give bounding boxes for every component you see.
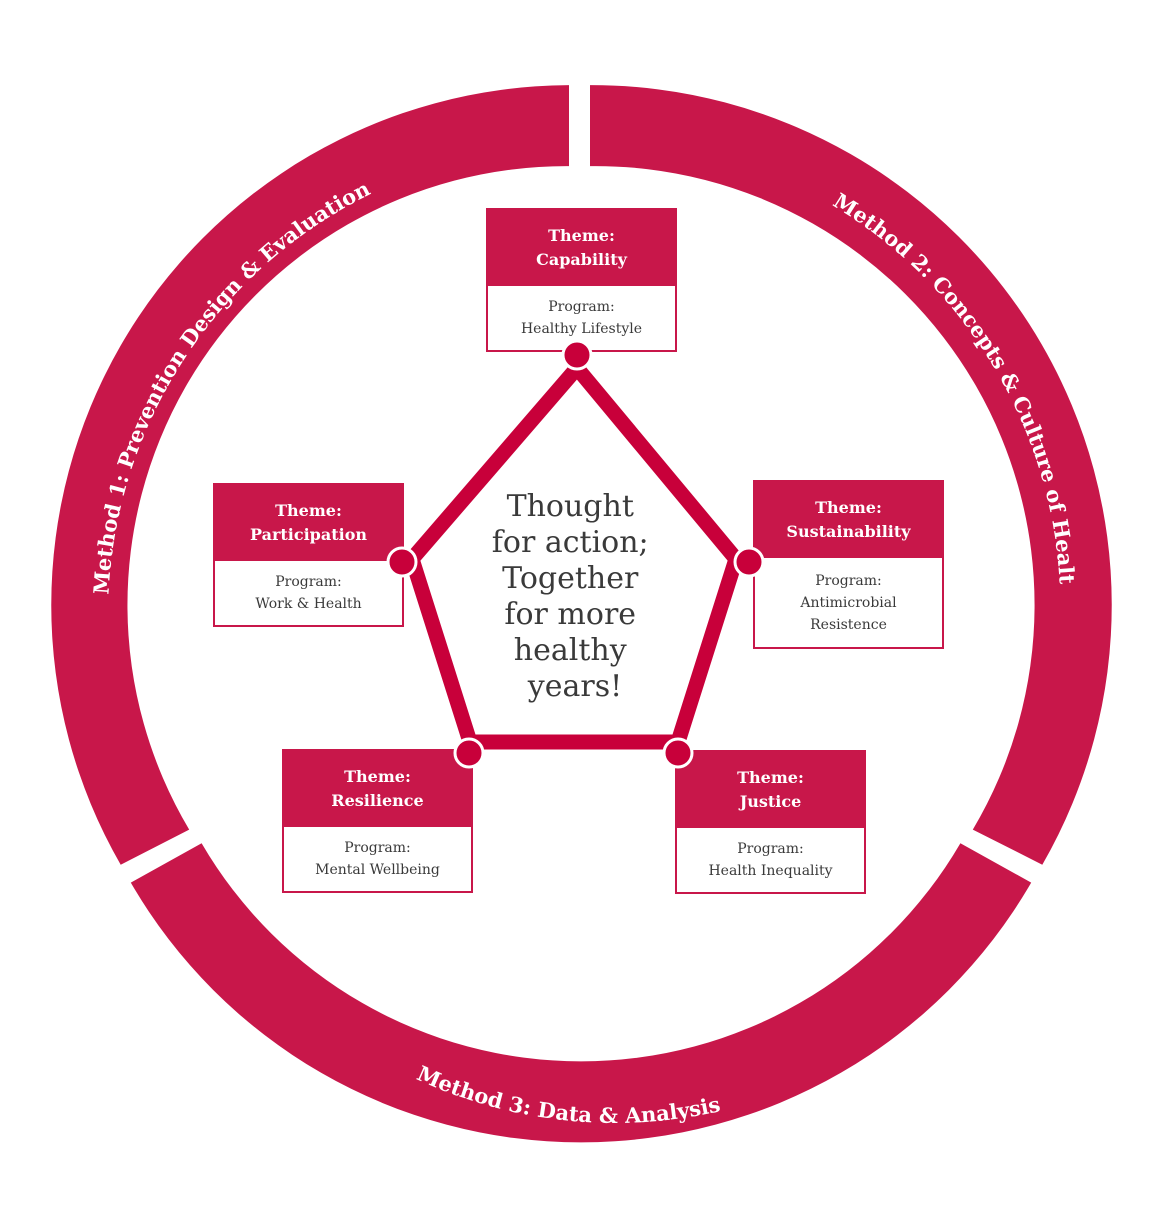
theme-label: Theme: [548, 226, 615, 245]
theme-name: Participation [249, 525, 367, 544]
program-label: Program: [815, 572, 882, 589]
theme-label: Theme: [737, 768, 804, 787]
method-1-ring-segment [51, 85, 569, 865]
theme-card-justice: Theme: Justice Program: Health Inequalit… [675, 750, 866, 894]
theme-header: Theme: Capability [488, 210, 675, 286]
program-section: Program: Mental Wellbeing [284, 827, 471, 891]
program-name: Health Inequality [708, 863, 833, 879]
program-section: Program: Healthy Lifestyle [488, 286, 675, 350]
theme-name: Justice [739, 792, 802, 811]
center-line: healthy [514, 633, 627, 668]
theme-card-capability: Theme: Capability Program: Healthy Lifes… [486, 208, 677, 352]
theme-card-participation: Theme: Participation Program: Work & Hea… [213, 483, 404, 627]
program-name: Mental Wellbeing [315, 862, 440, 878]
theme-name: Sustainability [786, 522, 911, 541]
theme-header: Theme: Justice [677, 752, 864, 828]
theme-label: Theme: [344, 767, 411, 786]
theme-name: Resilience [331, 791, 424, 810]
theme-header: Theme: Sustainability [755, 482, 942, 558]
center-line: Thought [507, 489, 634, 524]
program-name: Work & Health [255, 596, 362, 612]
theme-card-resilience: Theme: Resilience Program: Mental Wellbe… [282, 749, 473, 893]
program-label: Program: [275, 574, 342, 590]
theme-label: Theme: [275, 501, 342, 520]
center-line: for more [504, 597, 636, 632]
center-line: years! [527, 669, 622, 704]
center-slogan: Thought for action; Together for more he… [492, 489, 658, 704]
program-section: Program: Health Inequality [677, 828, 864, 892]
program-label: Program: [548, 299, 615, 315]
theme-name: Capability [536, 250, 627, 269]
program-section: Program: Antimicrobial Resistence [755, 558, 942, 647]
theme-header: Theme: Participation [215, 485, 402, 561]
center-line: for action; [492, 525, 649, 560]
theme-label: Theme: [815, 498, 882, 517]
center-line: Together [502, 561, 639, 596]
program-label: Program: [737, 841, 804, 857]
program-name: Healthy Lifestyle [520, 321, 643, 337]
theme-header: Theme: Resilience [284, 751, 471, 827]
method-2-ring-segment [590, 85, 1112, 865]
theme-card-sustainability: Theme: Sustainability Program: Antimicro… [753, 480, 944, 649]
program-section: Program: Work & Health [215, 561, 402, 625]
program-label: Program: [344, 840, 411, 856]
program-name: Resistence [810, 616, 887, 633]
center-pentagon [403, 356, 745, 750]
program-name: Antimicrobial [800, 594, 897, 611]
method-3-ring-segment [130, 843, 1032, 1143]
